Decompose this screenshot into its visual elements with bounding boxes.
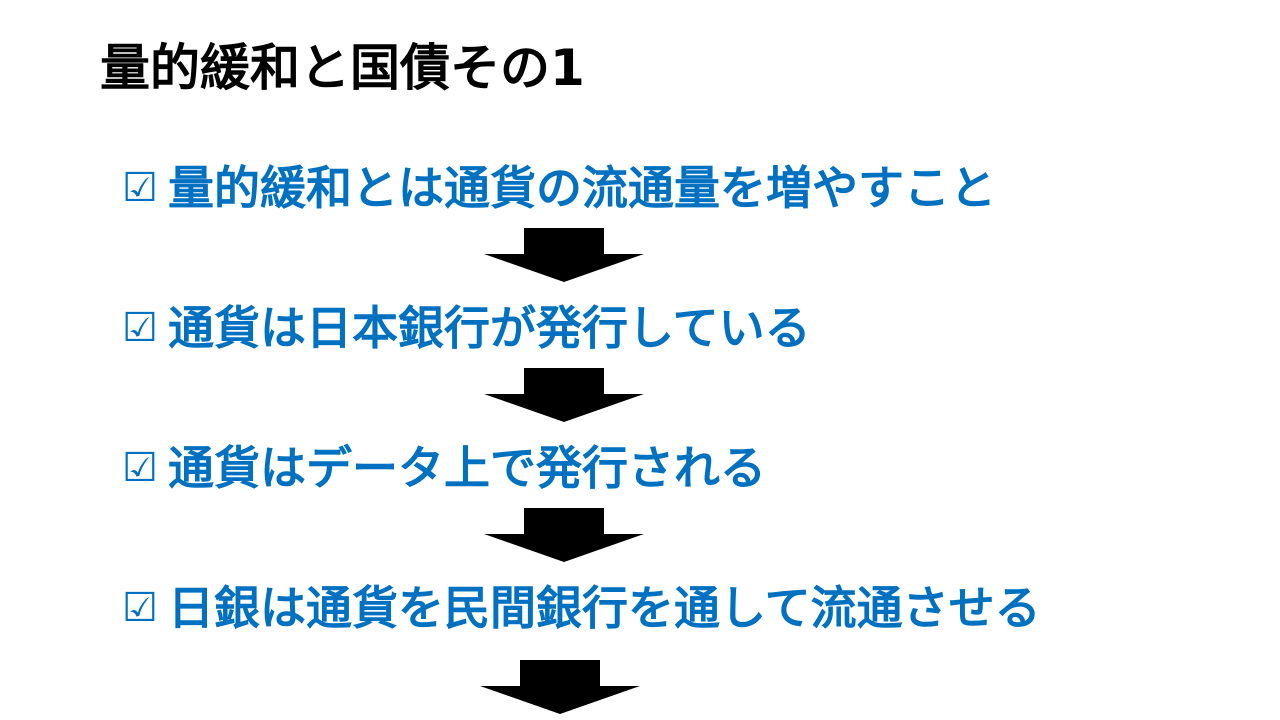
down-arrow-icon xyxy=(484,368,644,422)
checkbox-icon: ☑ xyxy=(122,445,158,491)
flow-step-3: ☑ 通貨はデータ上で発行される xyxy=(118,438,766,498)
flow-step-2: ☑ 通貨は日本銀行が発行している xyxy=(118,298,811,358)
flow-step-text: 通貨は日本銀行が発行している xyxy=(168,301,811,355)
slide-title: 量的緩和と国債その1 xyxy=(100,39,585,97)
down-arrow-icon xyxy=(480,660,640,714)
down-arrow-icon xyxy=(484,508,644,562)
flow-step-text: 通貨はデータ上で発行される xyxy=(168,441,766,495)
checkbox-icon: ☑ xyxy=(122,165,158,211)
flow-step-text: 日銀は通貨を民間銀行を通して流通させる xyxy=(168,581,1041,635)
flow-step-1: ☑ 量的緩和とは通貨の流通量を増やすこと xyxy=(118,158,996,218)
flow-step-4: ☑ 日銀は通貨を民間銀行を通して流通させる xyxy=(118,578,1041,638)
checkbox-icon: ☑ xyxy=(122,585,158,631)
checkbox-icon: ☑ xyxy=(122,305,158,351)
flow-step-text: 量的緩和とは通貨の流通量を増やすこと xyxy=(168,161,996,215)
down-arrow-icon xyxy=(484,228,644,282)
